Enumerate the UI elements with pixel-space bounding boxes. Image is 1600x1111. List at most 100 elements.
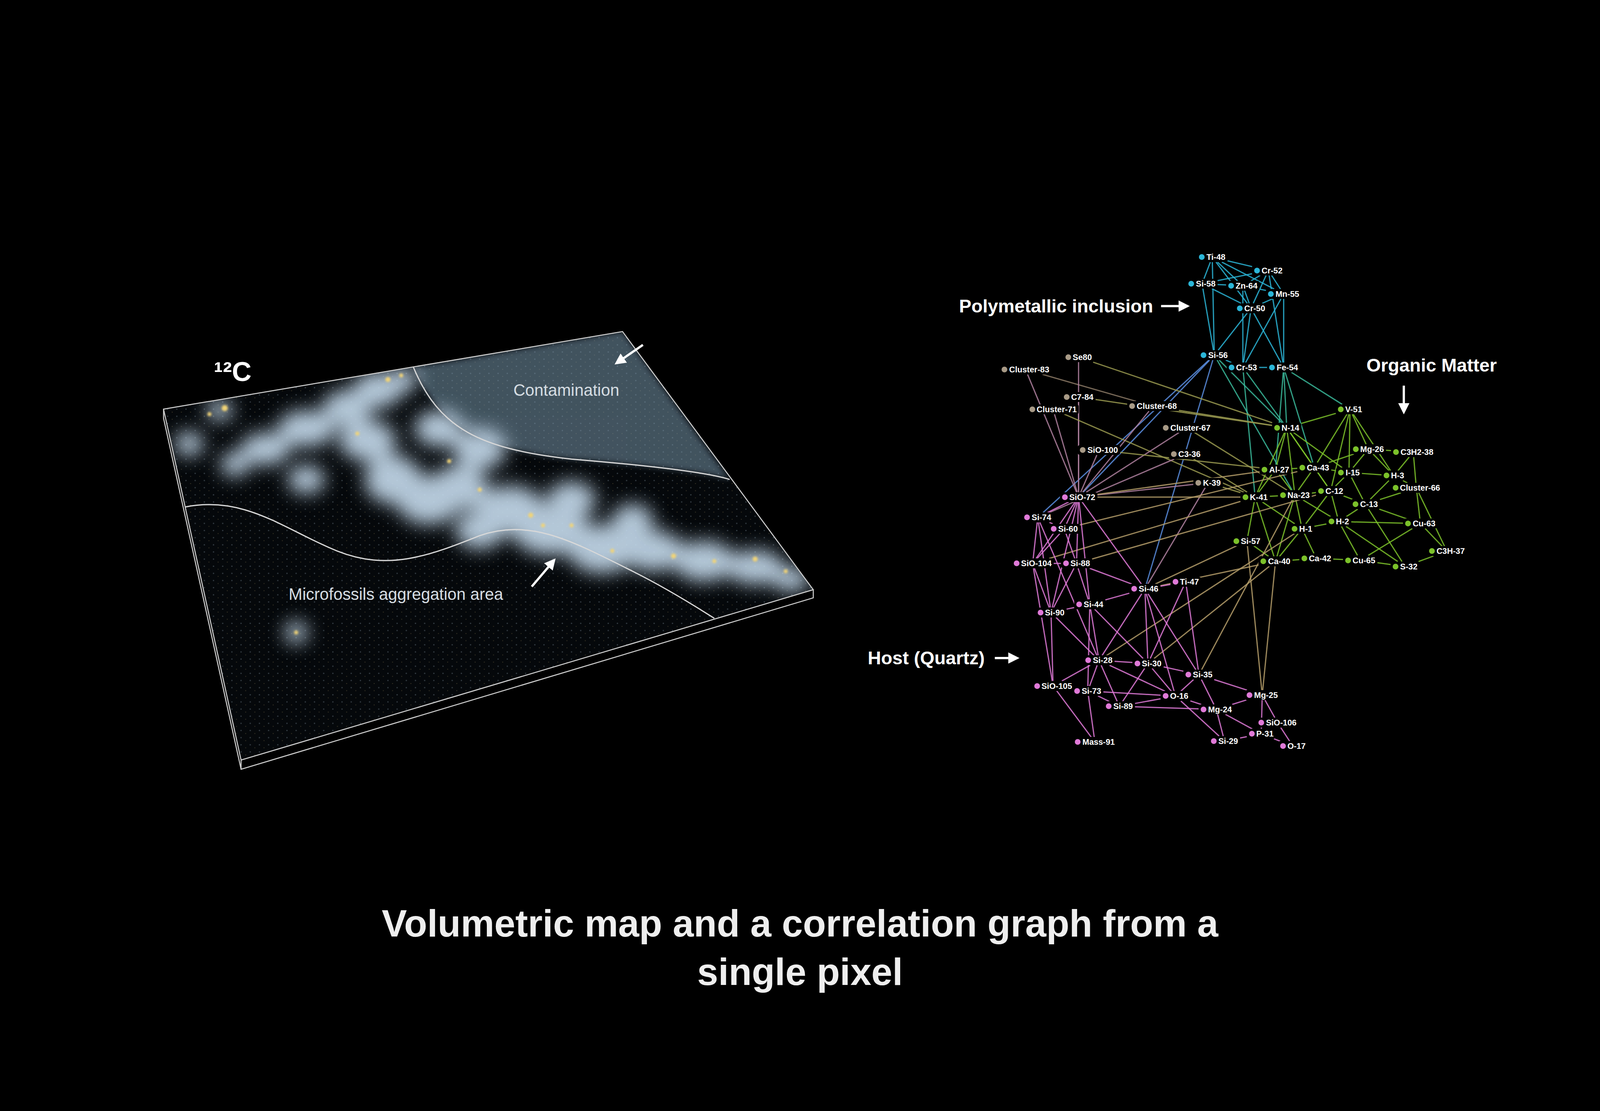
node-label: I-15: [1345, 467, 1360, 477]
correlation-edge: [1218, 313, 1248, 351]
node-dot: [1429, 547, 1435, 554]
graph-node: S-32: [1390, 561, 1420, 572]
correlation-edge: [1122, 668, 1145, 702]
node-dot: [1352, 501, 1359, 507]
correlation-edge: [1033, 522, 1038, 559]
node-label: SiO-105: [1041, 681, 1072, 691]
correlation-edge: [1056, 690, 1092, 738]
graph-node: Si-46: [1129, 583, 1161, 594]
node-label: Ca-40: [1267, 556, 1291, 566]
correlation-edge: [1269, 275, 1284, 363]
node-label: Ca-43: [1306, 463, 1330, 473]
graph-node: SiO-106: [1256, 717, 1299, 728]
graph-node: Si-88: [1061, 558, 1093, 569]
graph-node: Si-60: [1048, 523, 1080, 534]
graph-node: Cu-65: [1343, 555, 1378, 566]
correlation-edge: [1047, 502, 1069, 513]
graph-node: Si-58: [1186, 278, 1218, 289]
correlation-edge: [1379, 508, 1407, 519]
graph-node: Cluster-83: [999, 364, 1052, 375]
node-dot: [1318, 488, 1324, 494]
correlation-edge: [1352, 453, 1364, 468]
node-label: Cluster-67: [1170, 423, 1211, 433]
correlation-edge: [1114, 661, 1133, 663]
correlation-edge: [1094, 609, 1144, 659]
correlation-edge: [1134, 698, 1161, 704]
node-label: Al-27: [1269, 465, 1290, 475]
node-label: Mg-26: [1360, 444, 1385, 454]
correlation-edge: [1331, 495, 1338, 517]
correlation-edge: [1152, 668, 1172, 692]
node-label: H-1: [1299, 524, 1313, 534]
graph-node: Si-90: [1035, 607, 1067, 618]
graph-node: Ca-42: [1299, 553, 1334, 564]
node-dot: [1249, 730, 1255, 737]
node-dot: [1328, 518, 1335, 525]
graph-node: Cr-53: [1226, 362, 1259, 373]
correlation-edge: [1225, 714, 1252, 729]
graph-node: C3H-37: [1427, 545, 1468, 556]
node-label: Si-88: [1070, 558, 1091, 568]
node-dot: [1392, 563, 1399, 570]
node-dot: [1246, 692, 1253, 698]
graph-node: Ti-47: [1170, 576, 1202, 587]
node-label: Mass-91: [1082, 737, 1115, 747]
node-dot: [1299, 464, 1306, 471]
node-dot: [1061, 494, 1068, 500]
graph-node: Si-89: [1103, 701, 1135, 711]
node-label: C3-36: [1178, 449, 1201, 459]
correlation-edge: [1328, 453, 1354, 463]
correlation-edge: [1097, 496, 1241, 498]
correlation-edge: [1061, 664, 1091, 681]
region-label: Contamination: [513, 380, 620, 399]
node-label: Si-89: [1113, 701, 1133, 711]
correlation-edge: [1214, 679, 1247, 690]
node-dot: [1131, 585, 1137, 592]
graph-node: Mg-25: [1244, 689, 1280, 700]
node-dot: [1291, 525, 1298, 532]
graph-node: Mn-55: [1265, 288, 1302, 299]
correlation-edge: [1109, 664, 1165, 691]
correlation-edge: [1242, 290, 1244, 363]
node-dot: [1105, 703, 1112, 709]
node-label: SiO-106: [1265, 717, 1297, 727]
correlation-edge: [1247, 545, 1262, 690]
correlation-edge: [1103, 691, 1161, 695]
node-dot: [1037, 609, 1044, 616]
correlation-edge: [1352, 414, 1367, 445]
correlation-edge: [1333, 559, 1344, 560]
node-label: Mg-24: [1208, 704, 1232, 714]
node-label: V-51: [1345, 404, 1362, 414]
correlation-edge: [1240, 736, 1247, 738]
node-label: Cu-65: [1352, 555, 1376, 565]
correlation-edge: [1079, 471, 1298, 525]
node-dot: [1228, 364, 1235, 371]
correlation-edge: [1287, 432, 1295, 491]
graph-node: C-13: [1350, 499, 1380, 509]
node-label: Mg-25: [1253, 690, 1278, 700]
correlation-edge: [1243, 313, 1251, 363]
correlation-edge: [1413, 456, 1416, 483]
node-dot: [1200, 352, 1207, 358]
graph-node: Cluster-66: [1390, 482, 1443, 493]
correlation-edge: [1217, 284, 1227, 285]
correlation-edge: [1259, 288, 1267, 291]
node-dot: [1050, 525, 1057, 532]
correlation-edge: [1346, 508, 1358, 517]
correlation-edge: [1301, 413, 1336, 424]
graph-node: Fe-54: [1267, 362, 1300, 373]
correlation-edge: [1253, 313, 1281, 363]
correlation-edge: [1275, 372, 1284, 465]
region-label: Microfossils aggregation area: [288, 584, 503, 603]
correlation-edge: [1194, 432, 1287, 491]
correlation-edge: [1247, 502, 1254, 537]
correlation-edge: [1351, 521, 1404, 523]
correlation-edge: [1201, 679, 1214, 705]
graph-node: Si-57: [1231, 536, 1263, 546]
node-dot: [1267, 291, 1274, 297]
isotope-label: ¹²C: [213, 355, 252, 388]
node-label: Si-58: [1196, 279, 1216, 289]
node-dot: [1236, 305, 1243, 312]
correlation-edge: [1351, 477, 1363, 500]
node-label: C-13: [1360, 499, 1378, 509]
